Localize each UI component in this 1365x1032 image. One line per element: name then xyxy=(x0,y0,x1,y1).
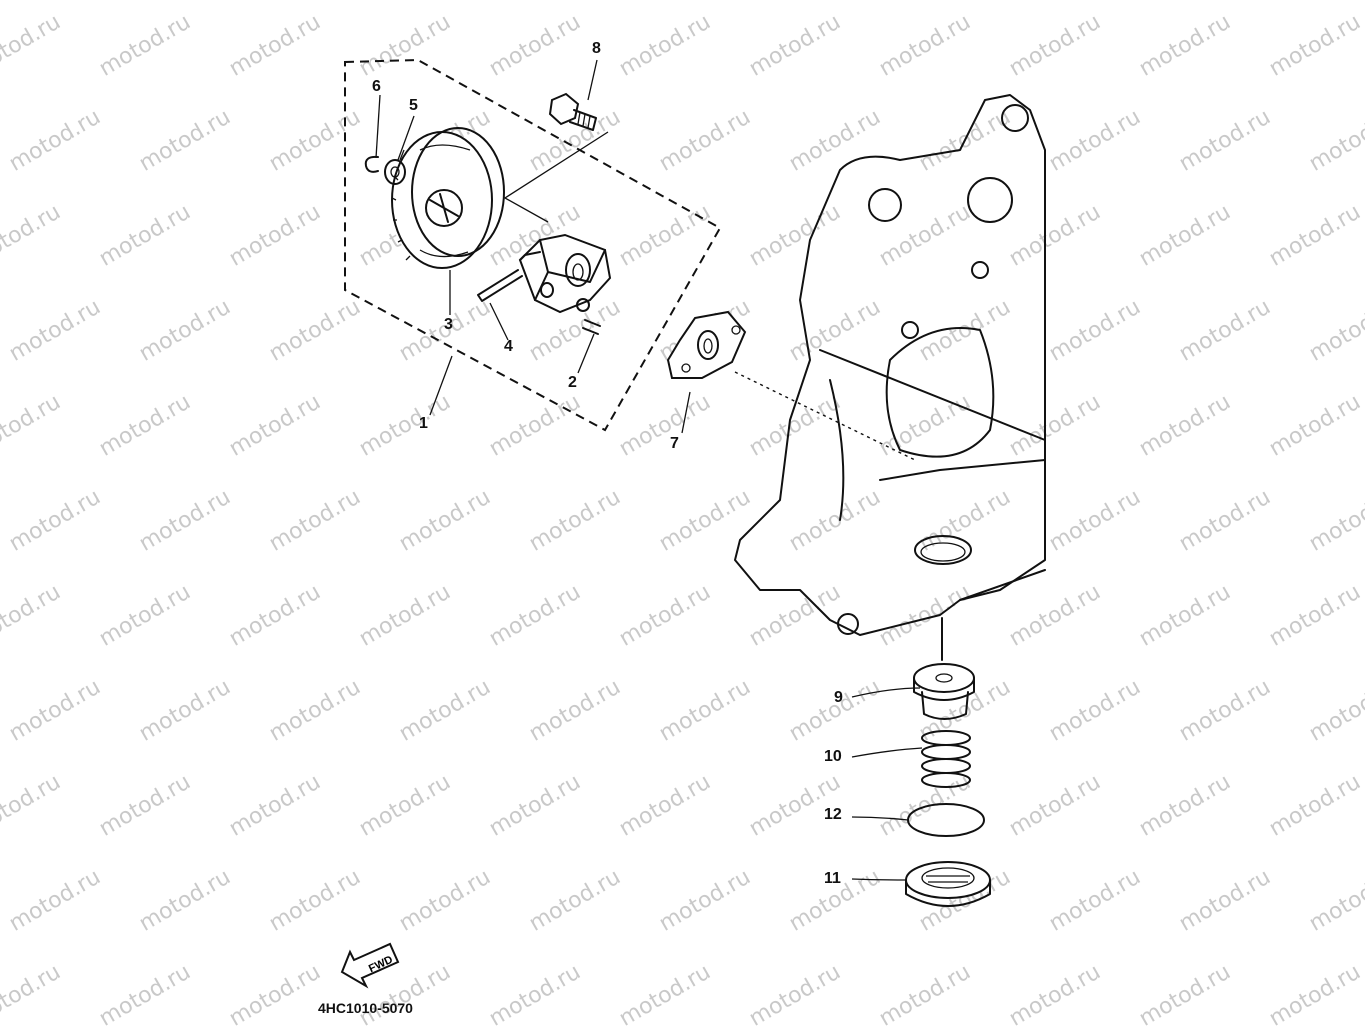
strainer-part xyxy=(913,663,975,720)
callout-6: 6 xyxy=(372,78,381,95)
leader-lines xyxy=(375,59,923,881)
callout-2: 2 xyxy=(568,374,577,391)
drain-plug-part xyxy=(905,861,991,907)
callout-3: 3 xyxy=(444,316,453,333)
callout-4: 4 xyxy=(504,338,513,355)
forward-arrow-icon: FWD xyxy=(340,942,400,989)
callout-8: 8 xyxy=(592,40,601,57)
dowel-pin-part xyxy=(582,319,601,335)
callout-5: 5 xyxy=(409,97,418,114)
callout-11: 11 xyxy=(824,870,841,887)
gasket-part xyxy=(666,310,747,379)
callout-10: 10 xyxy=(824,748,842,765)
callout-1: 1 xyxy=(419,415,428,432)
circlip-part xyxy=(364,155,379,173)
callout-12: 12 xyxy=(824,806,842,823)
diagram-code: 4HC1010-5070 xyxy=(318,1000,413,1016)
bolt-part xyxy=(548,92,597,131)
pump-gear-part xyxy=(391,127,505,269)
o-ring-part xyxy=(907,803,985,837)
crankcase-part xyxy=(734,94,1046,636)
callout-7: 7 xyxy=(670,435,679,452)
pump-body-part xyxy=(518,233,612,314)
pump-shaft-part xyxy=(477,269,523,302)
spring-part xyxy=(921,730,971,788)
oil-pump-assembly-outline xyxy=(344,58,722,432)
washer-part xyxy=(384,159,406,185)
callout-9: 9 xyxy=(834,689,843,706)
gasket-guide-line xyxy=(734,371,916,461)
